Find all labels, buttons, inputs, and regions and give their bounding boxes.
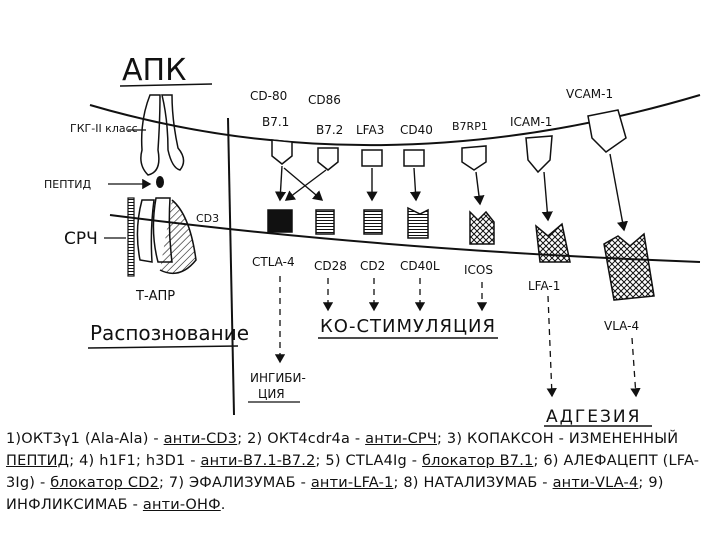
fn-6-target: блокатор CD2 bbox=[50, 475, 159, 491]
tcr-label: СРЧ bbox=[64, 229, 98, 249]
fn-5-target: блокатор B7.1 bbox=[422, 453, 533, 469]
apc-molecule-b71-line2: B7.1 bbox=[262, 115, 289, 129]
label-lfa1: LFA-1 bbox=[528, 279, 560, 293]
fn-8-target: анти-VLA-4 bbox=[553, 475, 639, 491]
label-cd40l: CD40L bbox=[400, 259, 440, 273]
fn-7: ; 7) ЭФАЛИЗУМАБ - bbox=[159, 475, 306, 491]
ligand-vcam1 bbox=[588, 110, 626, 152]
ligand-b7rp1 bbox=[462, 146, 486, 170]
inhibition-line1: ИНГИБИ- bbox=[250, 371, 306, 385]
label-cd2: CD2 bbox=[360, 259, 385, 273]
apc-molecule-b72-line2: B7.2 bbox=[316, 123, 343, 137]
fn-5: ; 5) CTLA4Ig - bbox=[316, 453, 418, 469]
apc-molecule-icam1-line2: ICAM-1 bbox=[510, 115, 552, 129]
ligand-b71 bbox=[272, 140, 292, 164]
peptide-dot bbox=[156, 176, 164, 188]
ligand-b72 bbox=[318, 148, 338, 170]
immune-synapse-diagram: АПК ГКГ-II класс ПЕПТИД СРЧ CD3 Т-АПР Ра… bbox=[0, 0, 720, 430]
receptor-cd40l bbox=[408, 208, 428, 238]
receptor-vla4 bbox=[604, 234, 654, 300]
apc-molecule-vcam1-line2: VCAM-1 bbox=[566, 87, 613, 101]
apc-molecule-lfa3-line2: LFA3 bbox=[356, 123, 384, 137]
cd3-label: CD3 bbox=[196, 212, 219, 225]
costimulation-label: КО-СТИМУЛЯЦИЯ bbox=[320, 316, 496, 337]
receptor-icos bbox=[470, 212, 494, 244]
tcr-complex bbox=[137, 198, 196, 273]
recognition-label: Распознование bbox=[90, 321, 249, 345]
apc-ligand-shapes bbox=[272, 110, 626, 172]
fn-4-target: анти-B7.1-B7.2 bbox=[201, 453, 316, 469]
fn-2: ; 2) ОКТ4cdr4a - bbox=[237, 431, 360, 447]
label-cd28: CD28 bbox=[314, 259, 347, 273]
fn-8: ; 8) НАТАЛИЗУМАБ - bbox=[393, 475, 547, 491]
recognition-underline bbox=[88, 346, 238, 348]
adhesion-label: АДГЕЗИЯ bbox=[546, 407, 641, 427]
receptor-cd28 bbox=[316, 210, 334, 234]
ligand-lfa3 bbox=[362, 150, 382, 166]
apc-molecule-cd40-line2: CD40 bbox=[400, 123, 433, 137]
fn-1-target: анти-CD3 bbox=[164, 431, 238, 447]
tcell-label: Т-АПР bbox=[135, 289, 175, 304]
fn-3: ; 3) КОПАКСОН - ИЗМЕНЕННЫЙ bbox=[437, 431, 678, 447]
apc-molecule-b72-line1: CD86 bbox=[308, 93, 341, 107]
ligand-cd40 bbox=[404, 150, 424, 166]
drug-footnote: 1)ОКТ3γ1 (Ala-Ala) - анти-CD3; 2) ОКТ4cd… bbox=[6, 428, 714, 516]
fn-7-target: анти-LFA-1 bbox=[311, 475, 394, 491]
cd3-chain-left bbox=[128, 198, 134, 276]
fn-2-target: анти-СРЧ bbox=[365, 431, 437, 447]
fn-4: ; 4) h1F1; h3D1 - bbox=[69, 453, 196, 469]
ligand-icam1 bbox=[526, 136, 552, 172]
t-receptor-shapes bbox=[268, 208, 654, 300]
fn-10: . bbox=[221, 497, 226, 513]
divider-line bbox=[228, 118, 234, 415]
peptide-label: ПЕПТИД bbox=[44, 178, 91, 191]
mhc-label: ГКГ-II класс bbox=[70, 122, 138, 135]
apc-molecule-labels: CD-80 B7.1 CD86 B7.2 LFA3 CD40 B7RP1 ICA… bbox=[250, 87, 613, 137]
mhc-class-ii-molecule bbox=[141, 95, 184, 175]
apc-molecule-b7rp1-line2: B7RP1 bbox=[452, 120, 488, 133]
fn-1: 1)ОКТ3γ1 (Ala-Ala) - bbox=[6, 431, 159, 447]
label-icos: ICOS bbox=[464, 263, 493, 277]
inhibition-line2: ЦИЯ bbox=[258, 387, 285, 401]
fn-9-target: анти-ОНФ bbox=[143, 497, 221, 513]
receptor-ctla4 bbox=[268, 210, 292, 232]
fn-3-target: ПЕПТИД bbox=[6, 453, 69, 469]
apc-molecule-b71-line1: CD-80 bbox=[250, 89, 287, 103]
label-vla4: VLA-4 bbox=[604, 319, 639, 333]
apc-label: АПК bbox=[122, 53, 186, 88]
receptor-cd2 bbox=[364, 210, 382, 234]
receptor-lfa1 bbox=[536, 224, 570, 262]
label-ctla4: CTLA-4 bbox=[252, 255, 295, 269]
